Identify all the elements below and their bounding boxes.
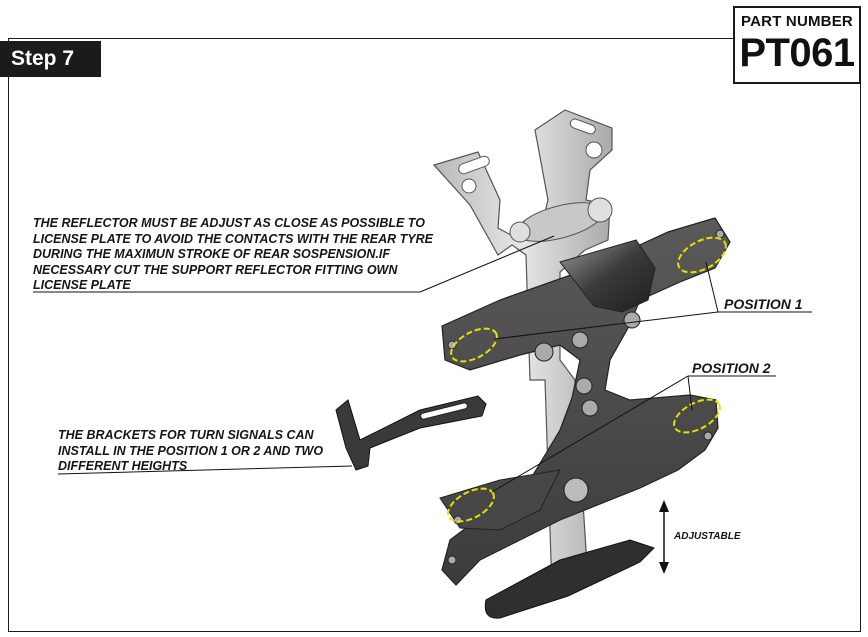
reflector-note-line: THE REFLECTOR MUST BE ADJUST AS CLOSE AS… bbox=[33, 216, 425, 230]
reflector bbox=[559, 239, 656, 313]
brackets-note-line: INSTALL IN THE POSITION 1 OR 2 AND TWO bbox=[58, 443, 324, 458]
adjustable-arrow bbox=[659, 500, 669, 574]
brackets-note-line: DIFFERENT HEIGHTS bbox=[58, 459, 188, 473]
brackets-note-line: THE BRACKETS FOR TURN SIGNALS CAN bbox=[58, 428, 314, 442]
position-2-label: POSITION 2 bbox=[692, 360, 771, 376]
reflector-note-line: NECESSARY CUT THE SUPPORT REFLECTOR FITT… bbox=[33, 262, 398, 277]
part-number-value: PT061 bbox=[739, 31, 855, 75]
reflector-note-line: DURING THE MAXIMUN STROKE OF REAR SOSPEN… bbox=[33, 247, 390, 261]
part-number-box: PART NUMBER PT061 bbox=[733, 6, 861, 84]
step-tag: Step 7 bbox=[0, 41, 101, 77]
reflector-note-line: LICENSE PLATE TO AVOID THE CONTACTS WITH… bbox=[33, 231, 434, 246]
reflector-note: THE REFLECTOR MUST BE ADJUST AS CLOSE AS… bbox=[33, 216, 433, 294]
reflector-note-line: LICENSE PLATE bbox=[33, 278, 131, 292]
adjustable-label: ADJUSTABLE bbox=[674, 531, 741, 542]
leader-lines bbox=[33, 235, 812, 493]
rubber-pad bbox=[484, 539, 655, 619]
brackets-note: THE BRACKETS FOR TURN SIGNALS CAN INSTAL… bbox=[58, 428, 323, 475]
turn-signal-bracket bbox=[335, 395, 487, 471]
diagram-frame bbox=[8, 38, 861, 632]
position-1-label: POSITION 1 bbox=[724, 296, 803, 312]
part-number-label: PART NUMBER bbox=[741, 13, 853, 30]
plate-bracket bbox=[439, 217, 731, 586]
